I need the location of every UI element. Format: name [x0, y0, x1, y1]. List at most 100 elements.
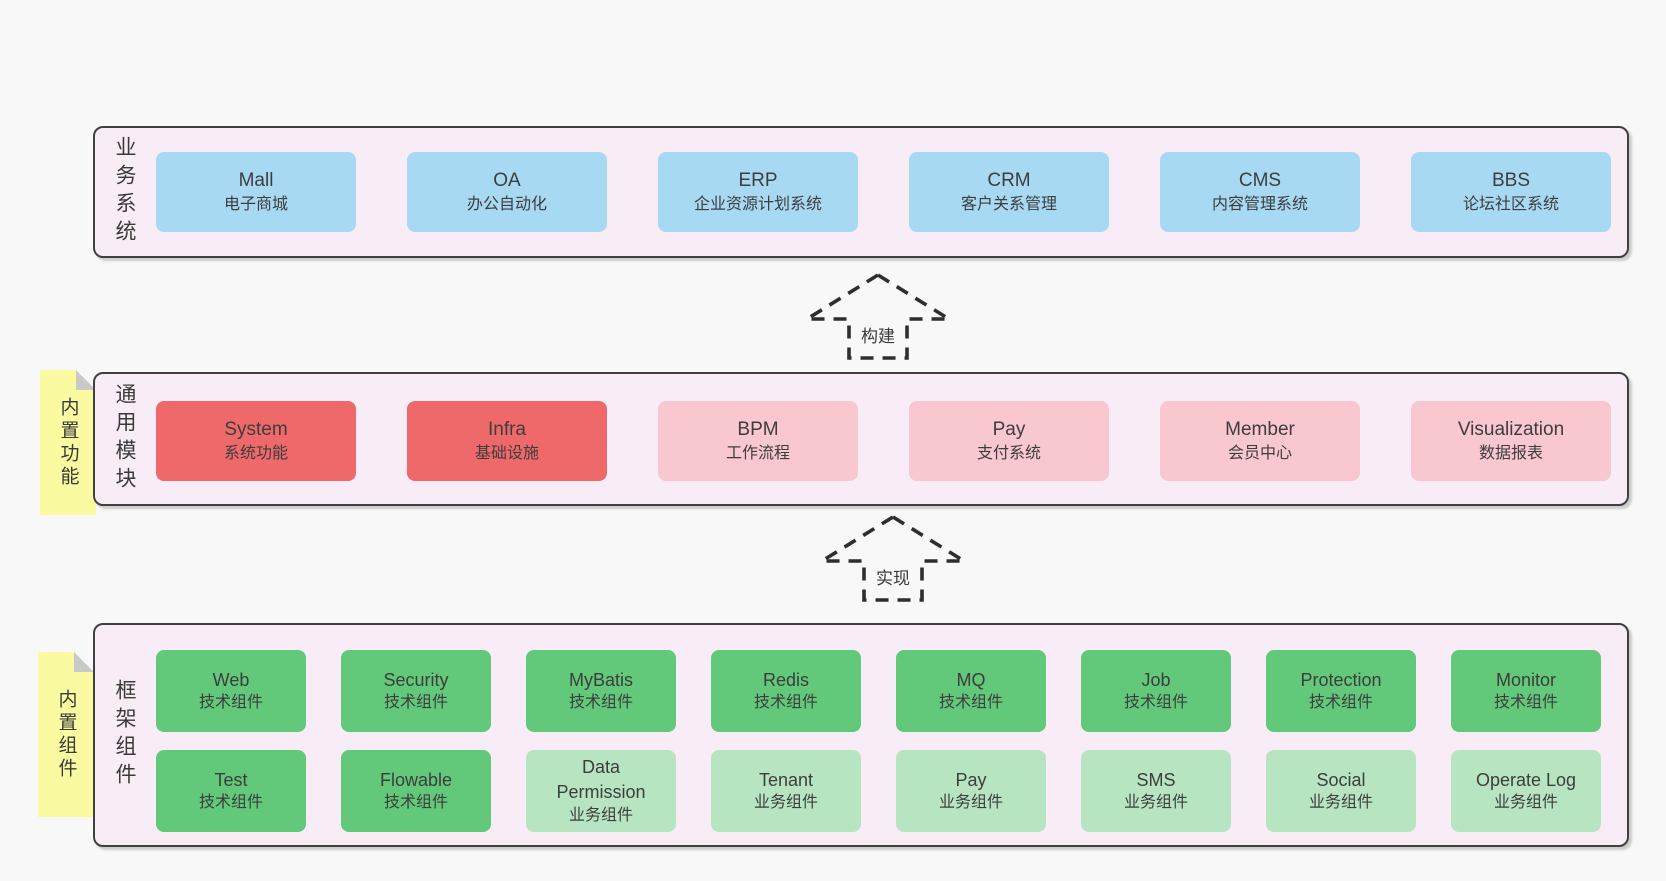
box-bpm-desc: 工作流程: [725, 445, 790, 463]
box-visualization: Visualization 数据报表: [1411, 401, 1611, 481]
box-cms-desc: 内容管理系统: [1211, 196, 1308, 214]
box-system: System 系统功能: [156, 401, 356, 481]
box-mybatis: MyBatis 技术组件: [526, 650, 676, 732]
box-bpm-name: BPM: [737, 418, 779, 440]
arrow-build: 构建: [803, 272, 953, 362]
box-pay-module-name: Pay: [992, 418, 1026, 440]
box-crm-desc: 客户关系管理: [960, 196, 1057, 214]
box-pay-component-desc: 业务组件: [938, 794, 1003, 812]
band-framework-components: 框架组件 Web 技术组件 Security 技术组件 MyBatis 技术组件…: [93, 623, 1629, 847]
box-oa-desc: 办公自动化: [466, 196, 547, 214]
box-sms-name: SMS: [1136, 769, 1176, 790]
box-data-permission-desc: 业务组件: [568, 806, 633, 824]
box-security-name: Security: [383, 669, 449, 690]
box-social-name: Social: [1316, 769, 1366, 790]
box-cms: CMS 内容管理系统: [1160, 152, 1360, 232]
band-modules-label: 通用模块: [113, 383, 136, 495]
band-business-label: 业务系统: [113, 136, 136, 248]
box-bbs-name: BBS: [1491, 169, 1531, 191]
box-operate-log-desc: 业务组件: [1493, 794, 1558, 812]
page-fold-icon: [74, 652, 94, 672]
box-redis: Redis 技术组件: [711, 650, 861, 732]
arrow-implement-label: 实现: [873, 564, 913, 589]
arrow-implement: 实现: [818, 514, 968, 604]
box-mybatis-name: MyBatis: [568, 669, 633, 690]
box-flowable-name: Flowable: [379, 769, 453, 790]
box-monitor: Monitor 技术组件: [1451, 650, 1601, 732]
box-bbs-desc: 论坛社区系统: [1462, 196, 1559, 214]
box-monitor-name: Monitor: [1495, 669, 1557, 690]
box-operate-log-name: Operate Log: [1475, 769, 1577, 790]
box-redis-desc: 技术组件: [753, 694, 818, 712]
box-cms-name: CMS: [1238, 169, 1282, 191]
box-protection: Protection 技术组件: [1266, 650, 1416, 732]
box-data-permission-name: Data Permission: [556, 757, 646, 802]
box-erp-desc: 企业资源计划系统: [693, 196, 822, 214]
box-job-desc: 技术组件: [1123, 694, 1188, 712]
sticky-note-built-in-components-text: 内置组件: [55, 688, 77, 781]
box-web: Web 技术组件: [156, 650, 306, 732]
box-social-desc: 业务组件: [1308, 794, 1373, 812]
arrow-up-icon: [818, 514, 968, 602]
box-member-name: Member: [1225, 418, 1295, 440]
box-visualization-desc: 数据报表: [1478, 445, 1543, 463]
box-security-desc: 技术组件: [383, 694, 448, 712]
box-operate-log: Operate Log 业务组件: [1451, 750, 1601, 832]
box-system-desc: 系统功能: [223, 445, 288, 463]
box-bbs: BBS 论坛社区系统: [1411, 152, 1611, 232]
box-mq: MQ 技术组件: [896, 650, 1046, 732]
band-business-systems: 业务系统 Mall 电子商城 OA 办公自动化 ERP 企业资源计划系统 CRM…: [93, 126, 1629, 258]
box-tenant: Tenant 业务组件: [711, 750, 861, 832]
box-data-permission: Data Permission 业务组件: [526, 750, 676, 832]
box-sms: SMS 业务组件: [1081, 750, 1231, 832]
box-web-desc: 技术组件: [198, 694, 263, 712]
box-monitor-desc: 技术组件: [1493, 694, 1558, 712]
box-job: Job 技术组件: [1081, 650, 1231, 732]
box-pay-component-name: Pay: [955, 769, 987, 790]
box-protection-name: Protection: [1300, 669, 1382, 690]
box-mall-name: Mall: [238, 169, 274, 191]
band-common-modules: 通用模块 System 系统功能 Infra 基础设施 BPM 工作流程 Pay…: [93, 372, 1629, 506]
box-web-name: Web: [212, 669, 250, 690]
box-security: Security 技术组件: [341, 650, 491, 732]
box-crm-name: CRM: [987, 169, 1031, 191]
box-job-name: Job: [1141, 669, 1171, 690]
box-mybatis-desc: 技术组件: [568, 694, 633, 712]
box-flowable: Flowable 技术组件: [341, 750, 491, 832]
box-erp: ERP 企业资源计划系统: [658, 152, 858, 232]
box-redis-name: Redis: [762, 669, 810, 690]
box-erp-name: ERP: [738, 169, 778, 191]
box-flowable-desc: 技术组件: [383, 794, 448, 812]
arrow-up-icon: [803, 272, 953, 360]
sticky-note-built-in-features-text: 内置功能: [57, 396, 79, 489]
box-tenant-name: Tenant: [758, 769, 814, 790]
box-sms-desc: 业务组件: [1123, 794, 1188, 812]
box-mall: Mall 电子商城: [156, 152, 356, 232]
box-pay-module-desc: 支付系统: [976, 445, 1041, 463]
box-mq-name: MQ: [956, 669, 986, 690]
box-visualization-name: Visualization: [1457, 418, 1565, 440]
sticky-note-built-in-components: 内置组件: [38, 652, 94, 817]
box-infra-desc: 基础设施: [474, 445, 539, 463]
box-crm: CRM 客户关系管理: [909, 152, 1109, 232]
box-infra: Infra 基础设施: [407, 401, 607, 481]
arrow-build-label: 构建: [858, 322, 898, 347]
box-social: Social 业务组件: [1266, 750, 1416, 832]
box-bpm: BPM 工作流程: [658, 401, 858, 481]
box-protection-desc: 技术组件: [1308, 694, 1373, 712]
box-test-desc: 技术组件: [198, 794, 263, 812]
box-pay-module: Pay 支付系统: [909, 401, 1109, 481]
sticky-note-built-in-features: 内置功能: [40, 370, 96, 515]
box-oa: OA 办公自动化: [407, 152, 607, 232]
box-infra-name: Infra: [487, 418, 527, 440]
box-tenant-desc: 业务组件: [753, 794, 818, 812]
box-test: Test 技术组件: [156, 750, 306, 832]
box-system-name: System: [224, 418, 288, 440]
box-pay-component: Pay 业务组件: [896, 750, 1046, 832]
band-components-label: 框架组件: [113, 679, 136, 791]
box-mq-desc: 技术组件: [938, 694, 1003, 712]
box-test-name: Test: [214, 769, 248, 790]
box-oa-name: OA: [493, 169, 521, 191]
box-member-desc: 会员中心: [1227, 445, 1292, 463]
